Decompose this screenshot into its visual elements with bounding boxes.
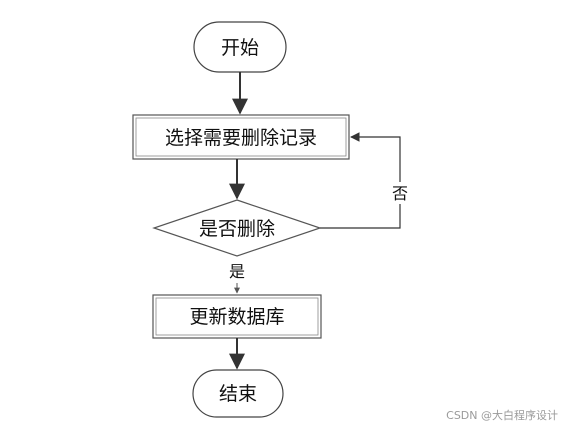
start-node: 开始 xyxy=(193,21,287,73)
end-node: 结束 xyxy=(192,369,284,418)
end-node-label: 结束 xyxy=(219,383,257,405)
start-node-label: 开始 xyxy=(221,37,259,59)
csdn-watermark: CSDN @大白程序设计 xyxy=(446,408,558,422)
decision-label: 是否删除 xyxy=(199,218,275,240)
no-label-bg xyxy=(390,182,410,204)
no-label: 否 xyxy=(392,184,408,203)
update-database-label: 更新数据库 xyxy=(189,306,284,328)
update-database-node: 更新数据库 xyxy=(152,294,322,339)
select-record-node: 选择需要删除记录 xyxy=(132,114,350,160)
decision-node: 是否删除 xyxy=(152,199,322,257)
yes-label: 是 xyxy=(229,262,245,281)
select-record-label: 选择需要删除记录 xyxy=(165,127,317,149)
